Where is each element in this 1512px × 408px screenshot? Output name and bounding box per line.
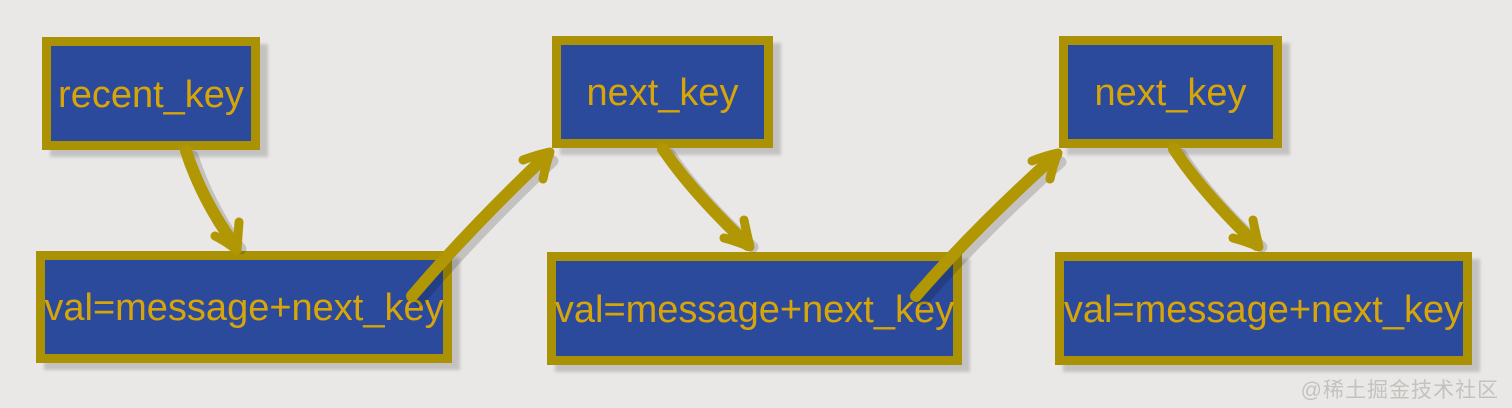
node-val-2-label: val=message+next_key bbox=[554, 288, 955, 331]
arrow-next-key-2-to-val-3 bbox=[1168, 143, 1264, 252]
node-recent-key-label: recent_key bbox=[58, 73, 244, 116]
node-val-2: val=message+next_key bbox=[547, 252, 962, 365]
arrow-recent-key-to-val-1 bbox=[180, 145, 244, 255]
node-val-3-label: val=message+next_key bbox=[1063, 288, 1464, 331]
arrow-next-key-1-to-val-2 bbox=[657, 143, 755, 252]
node-next-key-1: next_key bbox=[552, 36, 773, 148]
node-val-1: val=message+next_key bbox=[36, 251, 452, 363]
watermark: @稀土掘金技术社区 bbox=[1300, 379, 1499, 402]
node-next-key-1-label: next_key bbox=[586, 72, 739, 114]
node-recent-key: recent_key bbox=[42, 37, 260, 150]
node-next-key-2: next_key bbox=[1059, 36, 1282, 148]
node-next-key-2-label: next_key bbox=[1094, 72, 1247, 114]
node-val-3: val=message+next_key bbox=[1055, 252, 1472, 365]
node-val-1-label: val=message+next_key bbox=[44, 287, 444, 329]
